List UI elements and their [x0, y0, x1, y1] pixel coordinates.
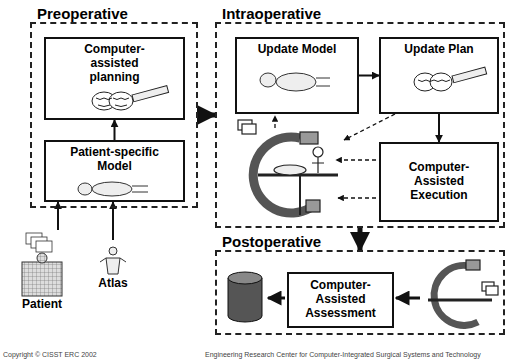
phase-band: IntraoperativeUpdate ModelUpdate PlanCom… — [215, 22, 505, 228]
flow-arrow — [198, 113, 215, 118]
body-model — [260, 73, 330, 91]
box-label: Computer-Assisted Execution — [393, 161, 485, 202]
body-model — [78, 182, 148, 196]
atlas-icon — [100, 247, 126, 274]
phase-heading: Intraoperative — [219, 5, 324, 22]
box-label: Computer-assisted planning — [74, 43, 156, 84]
patient-icon — [22, 253, 62, 296]
c-arm-scene — [428, 260, 498, 325]
source-icon: Atlas — [88, 240, 138, 295]
flow-arrow — [114, 120, 116, 140]
brain-icon — [414, 67, 487, 91]
process-box: Computer-Assisted Execution — [379, 142, 499, 222]
process-box: Update Model — [235, 37, 359, 114]
box-label: Atlas — [98, 277, 127, 291]
image-stack — [26, 233, 52, 252]
process-box: Computer-assisted planning — [44, 37, 185, 120]
footer-note: Copyright © CISST ERC 2002 — [3, 351, 97, 358]
process-box: Update Plan — [379, 37, 499, 114]
process-box: Computer-Assisted Assessment — [287, 272, 394, 328]
box-label: Update Plan — [404, 43, 473, 57]
box-label: Patient — [22, 298, 62, 312]
flow-arrow — [359, 75, 379, 77]
flow-arrow — [358, 228, 363, 250]
source-icon: Patient — [12, 230, 72, 316]
box-label: Computer-Assisted Assessment — [295, 279, 387, 320]
phase-heading: Preoperative — [34, 5, 131, 22]
data-flow-arrow — [275, 114, 395, 198]
phase-band: PreoperativeComputer-assisted planningPa… — [30, 22, 198, 208]
box-label: Update Model — [258, 43, 337, 57]
phase-heading: Postoperative — [219, 233, 324, 250]
phase-band: PostoperativeComputer-Assisted Assessmen… — [215, 250, 505, 335]
footer-note: Engineering Research Center for Computer… — [205, 351, 481, 358]
process-box: Patient-specific Model — [44, 140, 185, 202]
c-arm-scene — [238, 120, 338, 215]
database-icon — [228, 272, 262, 322]
flow-arrow — [438, 114, 440, 142]
data-flow-arrow — [268, 297, 285, 300]
box-label: Patient-specific Model — [59, 146, 171, 174]
brain-icon — [92, 86, 169, 110]
data-flow-arrow — [396, 297, 420, 300]
